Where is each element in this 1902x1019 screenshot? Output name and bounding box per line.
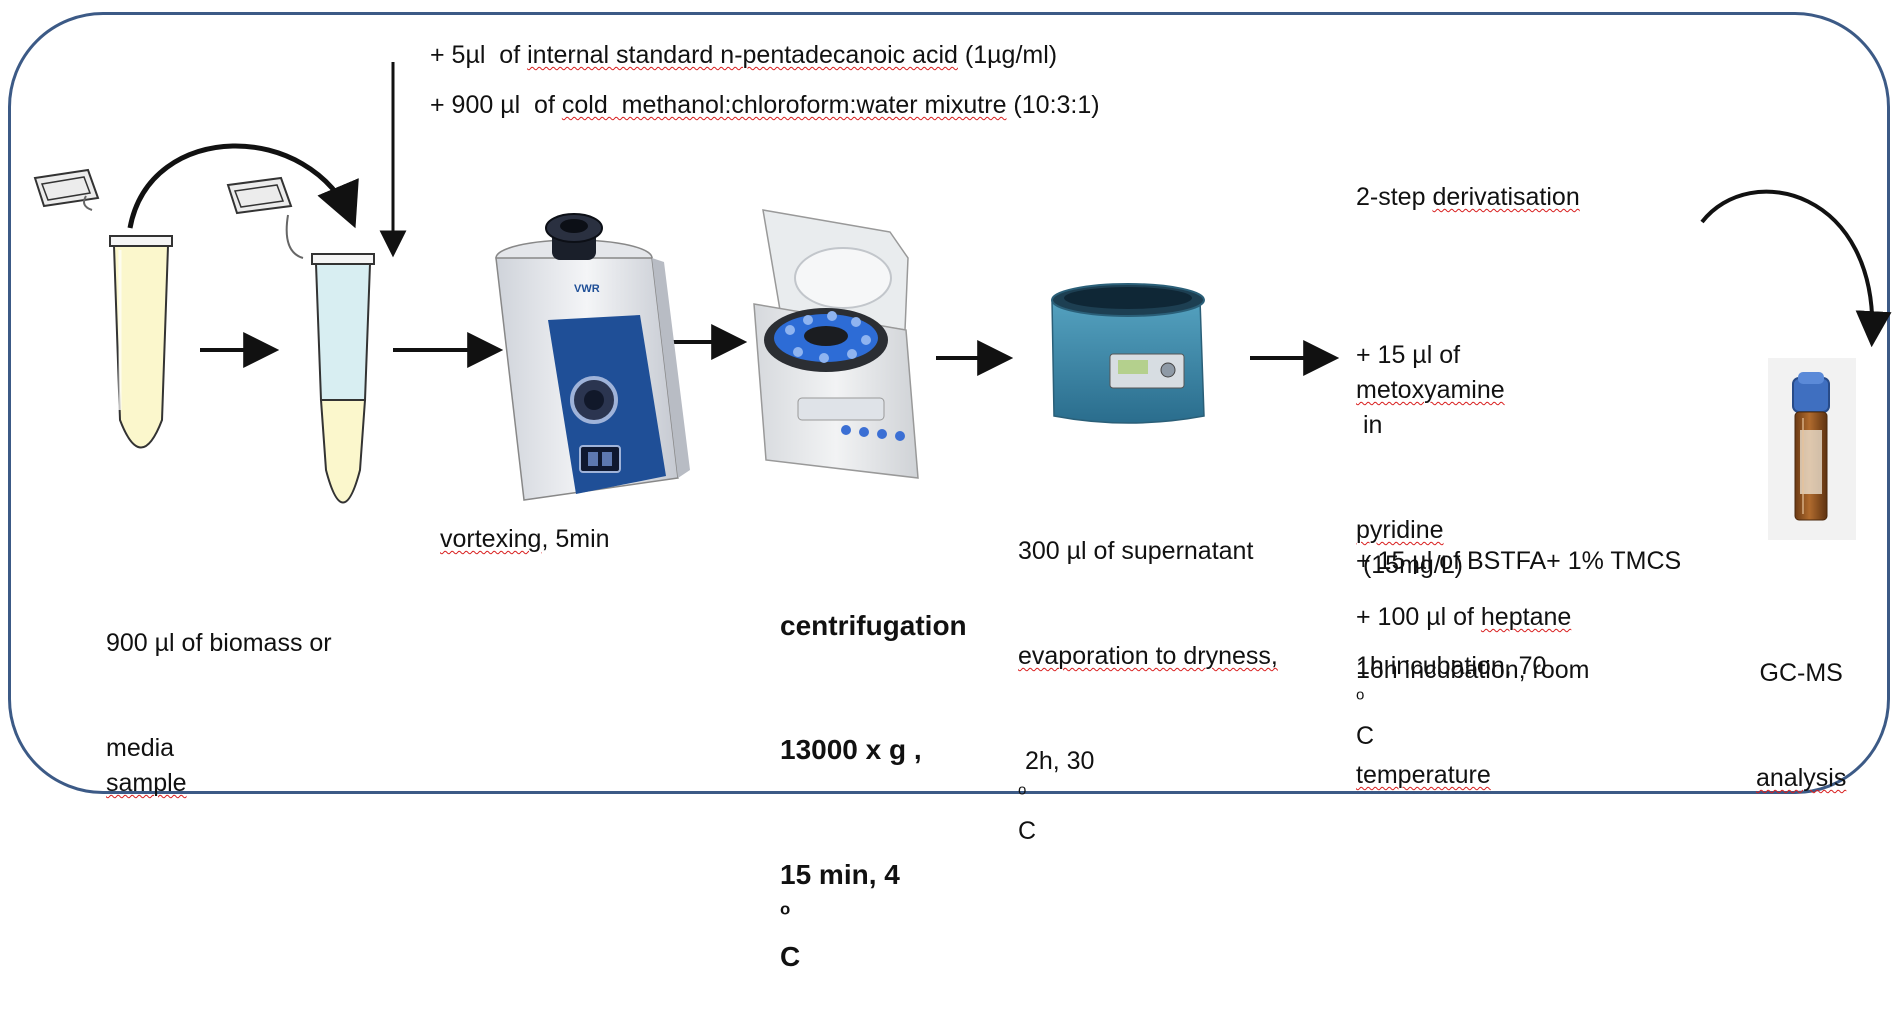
protocol-illustration: VWR — [33, 62, 1892, 540]
evaporation-step-label: 300 µl of supernatant evaporation to dry… — [1018, 464, 1278, 884]
note-prefix: + 900 µl of — [430, 91, 562, 119]
methoximation-line-2: pyridine (15mg/L) — [1356, 516, 1463, 579]
evaporation-line-2: evaporation to dryness, — [1018, 642, 1278, 670]
vortex-mixer-icon: VWR — [495, 213, 690, 501]
note-ratio: (10:3:1) — [1006, 91, 1100, 119]
gcms-step-label: GC-MS analysis — [1756, 586, 1846, 831]
sample-line-1: 900 µl of biomass or — [106, 629, 332, 657]
centrifuge-line-1: centrifugation — [780, 609, 967, 641]
evaporation-line-1: 300 µl of supernatant — [1018, 537, 1254, 565]
vortex-step-label: vortexing, 5min — [440, 525, 610, 553]
note-reagent: internal standard n-pentadecanoic acid — [527, 41, 958, 69]
sample-line-2: media sample — [106, 734, 187, 797]
transfer-arrow — [127, 143, 359, 229]
gcms-line-1: GC-MS — [1759, 659, 1843, 687]
sample-tube-icon — [33, 168, 173, 449]
evaporator-icon — [1051, 283, 1205, 424]
diagram-frame — [8, 12, 1890, 794]
silylation-line-1: + 15 µl of BSTFA+ 1% TMCS — [1356, 547, 1682, 575]
analysis-arrow — [1700, 189, 1892, 348]
extraction-tube-icon — [226, 176, 375, 504]
vortex-brand-label: VWR — [574, 283, 600, 295]
methoximation-line-1: + 15 µl of metoxyamine in — [1356, 341, 1505, 439]
methoximation-line-3: 16h incubation, room — [1356, 656, 1590, 684]
heptane-step: + 100 µl of heptane — [1356, 603, 1572, 631]
extraction-solvent-note: + 900 µl of cold methanol:chloroform:wat… — [430, 88, 1100, 123]
silylation-step: + 15 µl of BSTFA+ 1% TMCS 1h incubation,… — [1356, 474, 1681, 789]
sample-step-label: 900 µl of biomass or media sample — [106, 556, 332, 836]
centrifuge-icon — [753, 209, 919, 479]
methoximation-line-4: temperature — [1356, 761, 1491, 789]
gcms-vial-icon — [1768, 358, 1856, 540]
methoximation-step: + 15 µl of metoxyamine in pyridine (15mg… — [1356, 268, 1589, 828]
note-reagent: cold methanol:chloroform:water mixutre — [561, 91, 1007, 119]
internal-standard-note: + 5µl of internal standard n-pentadecano… — [430, 38, 1057, 73]
derivatisation-title: 2-step derivatisation — [1356, 183, 1580, 211]
gcms-line-2: analysis — [1756, 764, 1847, 792]
note-concentration: (1µg/ml) — [957, 41, 1058, 69]
centrifuge-line-2: 13000 x g , — [780, 734, 922, 766]
note-prefix: + 5µl of — [430, 41, 528, 69]
